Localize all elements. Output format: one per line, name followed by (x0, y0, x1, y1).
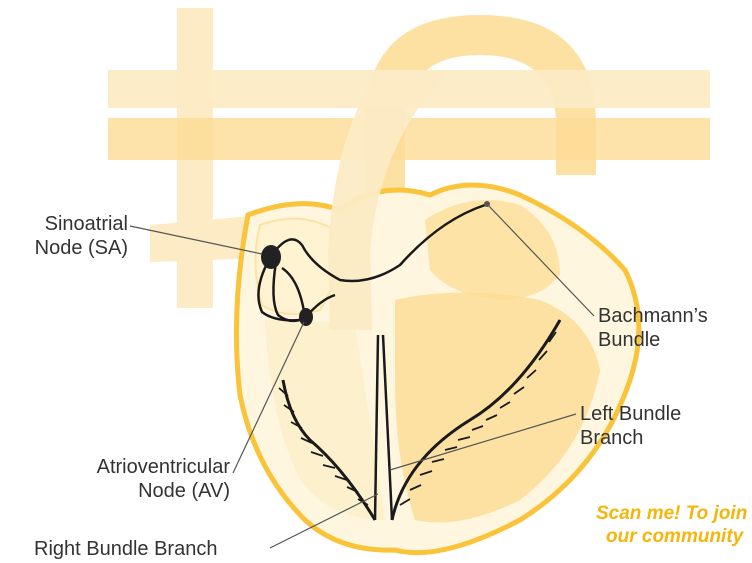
label-atrioventricular-line1: Atrioventricular (40, 455, 230, 479)
label-sinoatrial: Sinoatrial Node (SA) (20, 212, 128, 260)
label-right-bundle: Right Bundle Branch (34, 537, 217, 561)
label-sinoatrial-line1: Sinoatrial (20, 212, 128, 236)
label-bachmann-line2: Bundle (598, 328, 708, 352)
left-ventricle (395, 293, 600, 523)
label-bachmann-line1: Bachmann’s (598, 304, 708, 328)
promo-line2: our community (596, 525, 747, 548)
label-atrioventricular: Atrioventricular Node (AV) (40, 455, 230, 503)
promo-line1: Scan me! To join (596, 502, 747, 525)
label-left-bundle-line2: Branch (580, 426, 681, 450)
sa-node (261, 245, 281, 269)
label-sinoatrial-line2: Node (SA) (20, 236, 128, 260)
label-right-bundle-text: Right Bundle Branch (34, 537, 217, 561)
label-left-bundle-line1: Left Bundle (580, 402, 681, 426)
pulmonary-band-bottom (108, 118, 710, 160)
av-node (299, 308, 313, 326)
label-left-bundle: Left Bundle Branch (580, 402, 681, 450)
label-bachmann: Bachmann’s Bundle (598, 304, 708, 352)
promo-text: Scan me! To join our community (596, 502, 747, 548)
label-atrioventricular-line2: Node (AV) (40, 479, 230, 503)
